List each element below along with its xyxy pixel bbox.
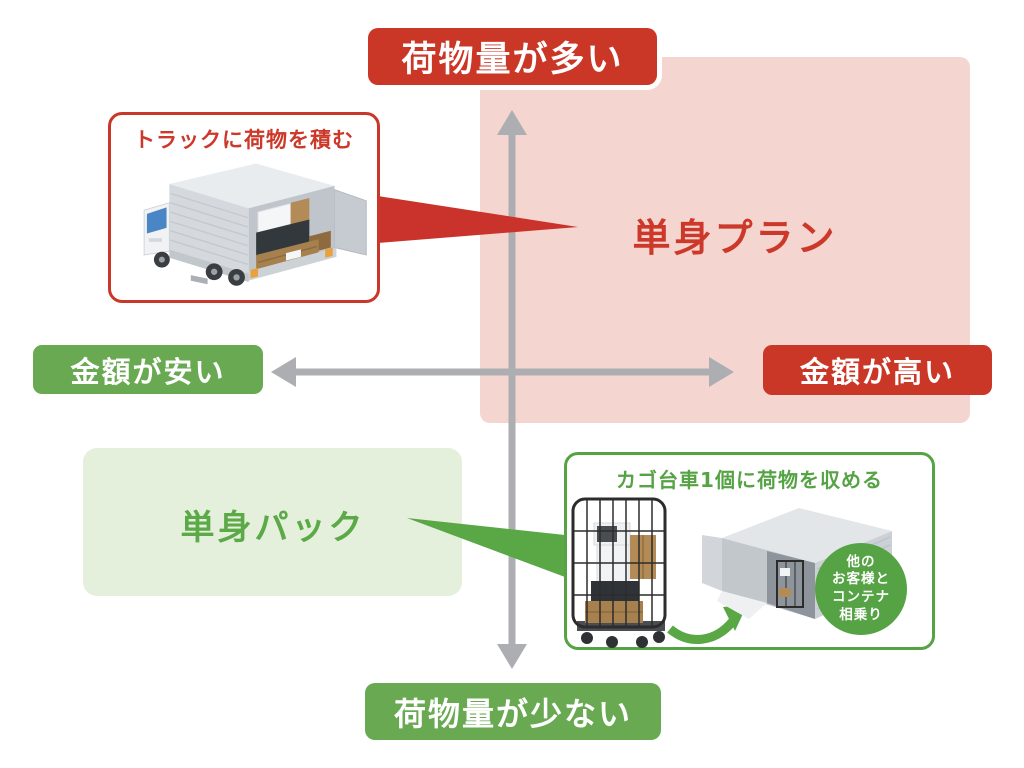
truck-icon: [143, 163, 367, 286]
plan-b-label: 単身パック: [180, 508, 366, 548]
axis-label-text: 金額が高い: [799, 355, 955, 389]
cart-callout-box: カゴ台車1個に荷物を収める: [564, 452, 935, 650]
cargo-tv: [256, 219, 310, 256]
badge-line: 相乗り: [839, 606, 883, 623]
plan-a-label: 単身プラン: [632, 216, 838, 260]
cage-cart-and-container-icon: [571, 497, 892, 648]
cage-cart-icon: [571, 497, 667, 648]
tail-light-icon: [325, 247, 333, 258]
badge-line: コンテナ: [832, 589, 890, 605]
axis-label-much-luggage: 荷物量が多い: [368, 28, 657, 85]
truck-callout-box: トラックに荷物を積む: [108, 112, 380, 303]
arrow-down-icon: [497, 644, 527, 669]
cargo-brown-box: [290, 198, 310, 227]
cart-callout-title: カゴ台車1個に荷物を収める: [616, 468, 883, 492]
axis-label-text: 荷物量が多い: [401, 40, 624, 80]
axis-label-expensive: 金額が高い: [763, 345, 992, 395]
axis-label-little-luggage: 荷物量が少ない: [365, 683, 661, 740]
badge-line: お客様と: [832, 571, 890, 588]
badge-line: 他の: [846, 553, 876, 570]
arrow-left-icon: [271, 357, 296, 387]
tail-light-icon: [250, 268, 258, 279]
axis-label-cheap: 金額が安い: [33, 345, 263, 394]
plan-b-quadrant-area: [83, 448, 462, 596]
shared-container-badge: 他の お客様と コンテナ 相乗り: [815, 543, 907, 635]
axis-label-text: 荷物量が少ない: [393, 694, 632, 733]
windshield: [146, 207, 167, 234]
truck-callout-title: トラックに荷物を積む: [134, 128, 354, 152]
axis-label-text: 金額が安い: [70, 354, 226, 389]
